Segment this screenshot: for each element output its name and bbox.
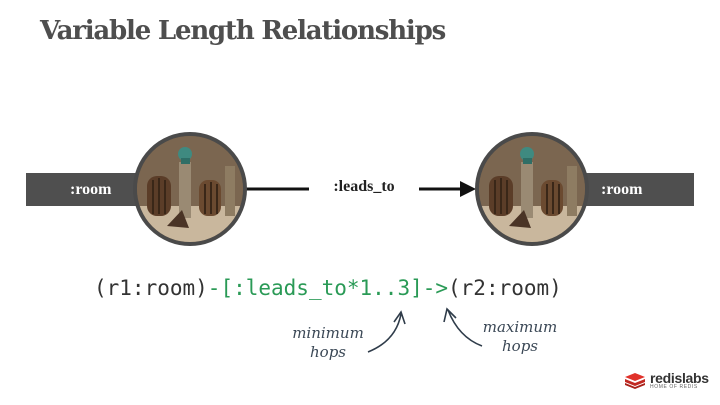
minimum-arrowhead <box>393 310 406 325</box>
redislabs-logo: redislabs HOME OF REDIS <box>624 370 709 390</box>
slide-title: Variable Length Relationships <box>40 16 446 46</box>
minimum-arrow <box>367 313 402 353</box>
cypher-query: (r1:room)-[:leads_to*1..3]->(r2:room) <box>94 276 562 300</box>
right-node-label: :room <box>601 181 643 198</box>
brand-tagline: HOME OF REDIS <box>650 384 698 390</box>
edge-label: :leads_to <box>309 178 419 196</box>
room-image-right <box>475 132 589 246</box>
maximum-arrowhead <box>443 307 457 323</box>
brand-name: redislabs <box>650 370 709 386</box>
left-node-label: :room <box>70 181 112 198</box>
query-target-node: (r2:room) <box>448 276 562 300</box>
redis-cube-icon <box>625 373 645 389</box>
maximum-arrow <box>447 309 483 347</box>
query-relationship: -[:leads_to*1..3]-> <box>207 276 449 300</box>
query-source-node: (r1:room) <box>94 276 208 300</box>
